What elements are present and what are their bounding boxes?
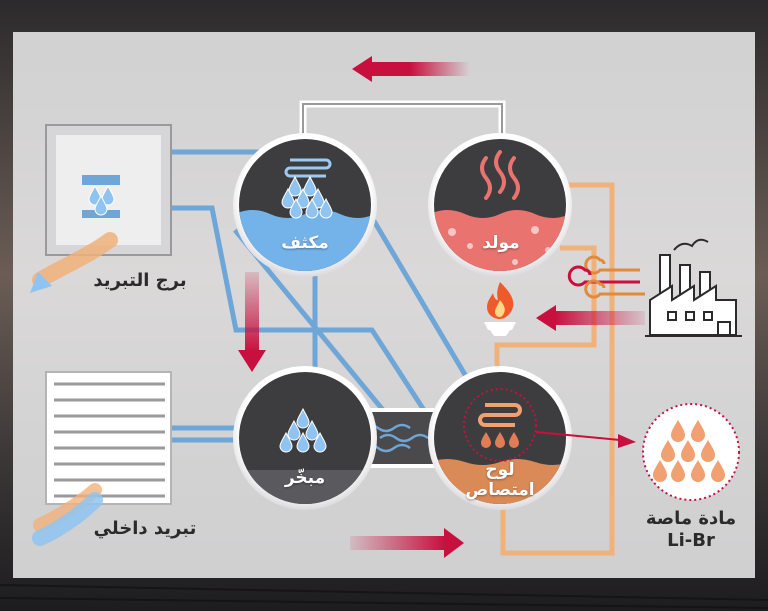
orange-drops-icon	[481, 432, 519, 448]
generator-chamber	[428, 133, 572, 277]
condenser-label: مكثف	[281, 233, 329, 253]
flow-arrow-heat	[536, 305, 645, 331]
flow-arrow-top	[352, 56, 470, 82]
absorbent-label-line2: Li-Br	[667, 530, 715, 551]
generator-label: مولد	[482, 233, 520, 253]
flame-icon	[484, 282, 516, 336]
coil-icon	[284, 158, 332, 178]
condenser-chamber	[233, 133, 377, 277]
vapor-connector	[299, 100, 506, 142]
cooling-tower-icon	[30, 124, 172, 293]
absorber-label-line2: امتصاص	[465, 480, 535, 500]
indoor-cooling-label: تبريد داخلي	[93, 518, 197, 539]
absorbent-label-line1: مادة ماصة	[645, 508, 737, 529]
evaporator-chamber	[233, 366, 377, 510]
evaporator-label: مبخّر	[284, 468, 326, 488]
absorbent-sample	[642, 403, 740, 501]
factory-icon	[645, 238, 742, 337]
absorbent-arrow	[535, 431, 636, 448]
wind-swirl-icon	[567, 255, 645, 299]
flow-arrow-down	[238, 272, 266, 372]
flow-arrow-bottom	[350, 528, 464, 558]
absorbent-ring	[463, 388, 537, 462]
louver-icon	[32, 371, 172, 546]
heat-waves-icon	[480, 150, 520, 200]
absorber-label-line1: لوح	[485, 460, 515, 480]
coil-icon	[478, 403, 522, 427]
absorber-chamber	[428, 366, 572, 510]
cooling-tower-label: برج التبريد	[93, 270, 187, 291]
